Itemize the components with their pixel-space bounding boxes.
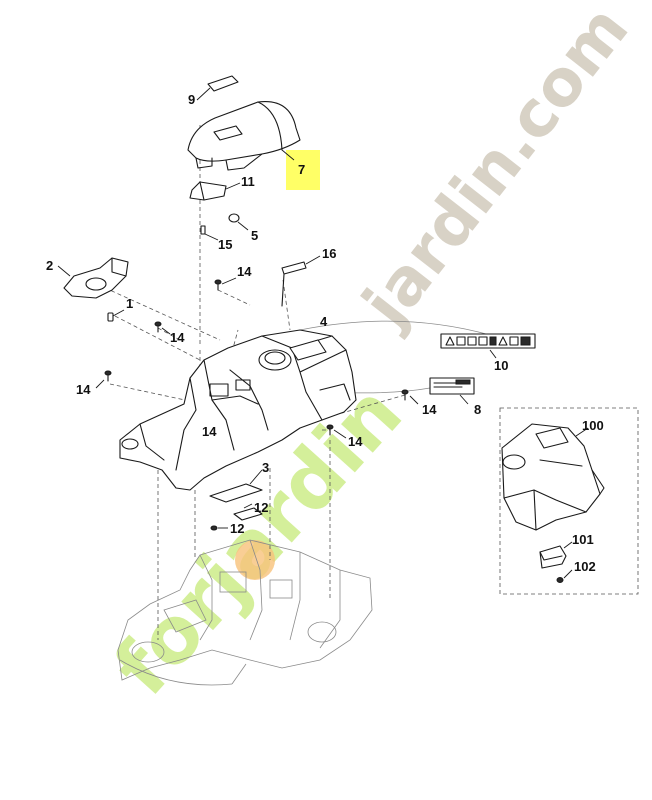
chassis-base — [117, 539, 373, 686]
screw-icon — [401, 389, 409, 401]
callout-14-e: 14 — [422, 402, 437, 417]
watermark-accent-shape — [235, 540, 275, 580]
callout-7: 7 — [298, 162, 305, 177]
callout-14-d: 14 — [202, 424, 217, 439]
callout-11: 11 — [241, 174, 255, 189]
callout-4: 4 — [320, 314, 328, 329]
callout-14-a: 14 — [237, 264, 252, 279]
part-5-ring — [228, 213, 249, 231]
part-16-label-strip — [281, 255, 321, 307]
callout-14-b: 14 — [170, 330, 185, 345]
callout-9: 9 — [188, 92, 195, 107]
callout-8: 8 — [474, 402, 481, 417]
watermark-right: jardin.com — [347, 0, 643, 342]
part-101-bracket — [539, 541, 573, 569]
callout-2: 2 — [46, 258, 53, 273]
alternate-version-box — [499, 407, 639, 595]
callout-3: 3 — [262, 460, 269, 475]
callout-labels: 9 7 11 5 15 2 16 14 1 14 4 10 14 14 14 8… — [46, 92, 604, 574]
callout-5: 5 — [251, 228, 258, 243]
highlight-part-7 — [286, 150, 320, 190]
callout-12-a: 12 — [254, 500, 268, 515]
screw-icon — [326, 424, 334, 436]
part-7-top-cover — [187, 100, 301, 171]
part-1-grommet — [107, 309, 125, 322]
callout-102: 102 — [574, 559, 596, 574]
watermark-right-text: jardin.com — [347, 0, 643, 342]
part-11-bracket — [189, 181, 241, 201]
screw-icon — [210, 525, 218, 531]
callout-14-c: 14 — [76, 382, 91, 397]
callout-12-b: 12 — [230, 521, 244, 536]
screw-icon — [104, 370, 112, 382]
callout-16: 16 — [322, 246, 336, 261]
part-3-seal — [209, 469, 263, 503]
part-100-housing — [501, 423, 605, 531]
callout-100: 100 — [582, 418, 604, 433]
part-2-bracket-plate — [57, 257, 129, 299]
callout-101: 101 — [572, 532, 594, 547]
screw-icon — [556, 569, 573, 583]
part-12-seal — [233, 503, 263, 521]
part-8-info-label — [429, 377, 475, 405]
screw-icon — [154, 321, 162, 333]
callout-10: 10 — [494, 358, 508, 373]
screw-icon — [214, 279, 222, 291]
callout-14-f: 14 — [348, 434, 363, 449]
callout-15: 15 — [218, 237, 232, 252]
part-10-warning-label — [440, 333, 536, 359]
warning-symbols — [445, 336, 531, 346]
part-9-label-plate — [196, 75, 239, 101]
part-15-pin — [200, 225, 219, 241]
callout-1: 1 — [126, 296, 133, 311]
part-4-main-housing — [119, 329, 357, 491]
